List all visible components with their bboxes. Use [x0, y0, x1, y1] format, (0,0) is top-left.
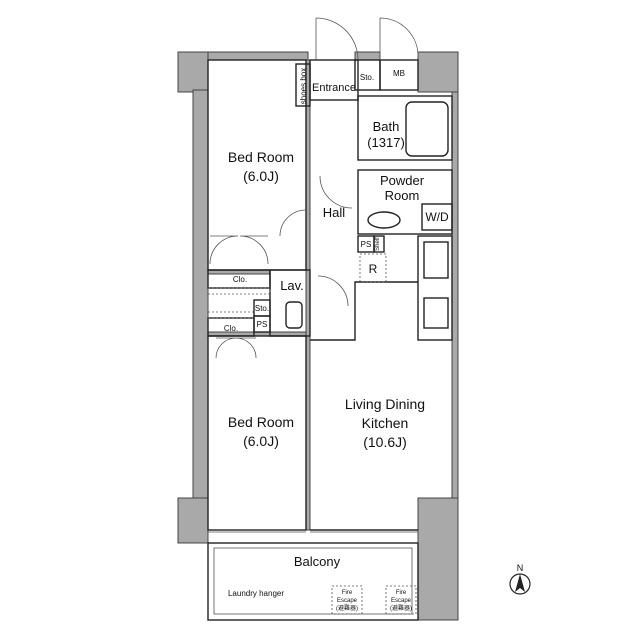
ldk-line2: Kitchen: [362, 415, 409, 431]
door-swings: [209, 17, 419, 359]
hall-label: Hall: [323, 205, 346, 220]
bath-name: Bath: [373, 119, 400, 134]
ldk-size: (10.6J): [363, 434, 407, 450]
r-label: R: [369, 262, 378, 276]
shelf-label: Shelf: [375, 237, 381, 251]
bath-size: (1317): [367, 135, 405, 150]
fire-escape-2-en: Fire: [396, 590, 407, 596]
mb-label: MB: [393, 69, 405, 78]
room-lines: [207, 59, 453, 621]
room-labels: Bed Room (6.0J) Bed Room (6.0J) Living D…: [228, 82, 425, 569]
bed-room-1-name: Bed Room: [228, 149, 294, 165]
laundry-hanger-label: Laundry hanger: [228, 589, 284, 598]
sto-entrance-label: Sto.: [360, 73, 374, 82]
fire-escape-2-en2: Escape: [391, 598, 412, 604]
fire-escape-2-jp: (避難器): [390, 604, 412, 612]
powder-room-line2: Room: [385, 188, 420, 203]
entrance-label: Entrance: [312, 82, 356, 94]
fire-escape-1-jp: (避難器): [336, 604, 358, 612]
bed-room-1-size: (6.0J): [243, 168, 279, 184]
fire-escape-1-en: Fire: [342, 590, 353, 596]
compass-arrow-icon: [515, 574, 525, 592]
shoes-box-label: shoes box: [299, 68, 308, 104]
balcony-label: Balcony: [294, 554, 341, 569]
compass-n-label: N: [517, 563, 524, 573]
bed-room-2-size: (6.0J): [243, 433, 279, 449]
north-compass: N: [509, 563, 531, 595]
clo-2-label: Clo.: [224, 324, 238, 333]
outer-walls: [177, 51, 459, 621]
lav-label: Lav.: [280, 278, 304, 293]
clo-1-label: Clo.: [233, 275, 247, 284]
ldk-line1: Living Dining: [345, 396, 425, 412]
small-labels: shoes box Sto. MB W/D PS Shelf R Clo. Cl…: [224, 68, 449, 612]
wd-label: W/D: [425, 210, 449, 224]
ps-2-label: PS: [257, 320, 268, 329]
fire-escape-1-en2: Escape: [337, 598, 358, 604]
powder-room-line1: Powder: [380, 173, 425, 188]
bed-room-2-name: Bed Room: [228, 414, 294, 430]
sto-lav-label: Sto.: [255, 304, 269, 313]
ps-1-label: PS: [361, 240, 372, 249]
